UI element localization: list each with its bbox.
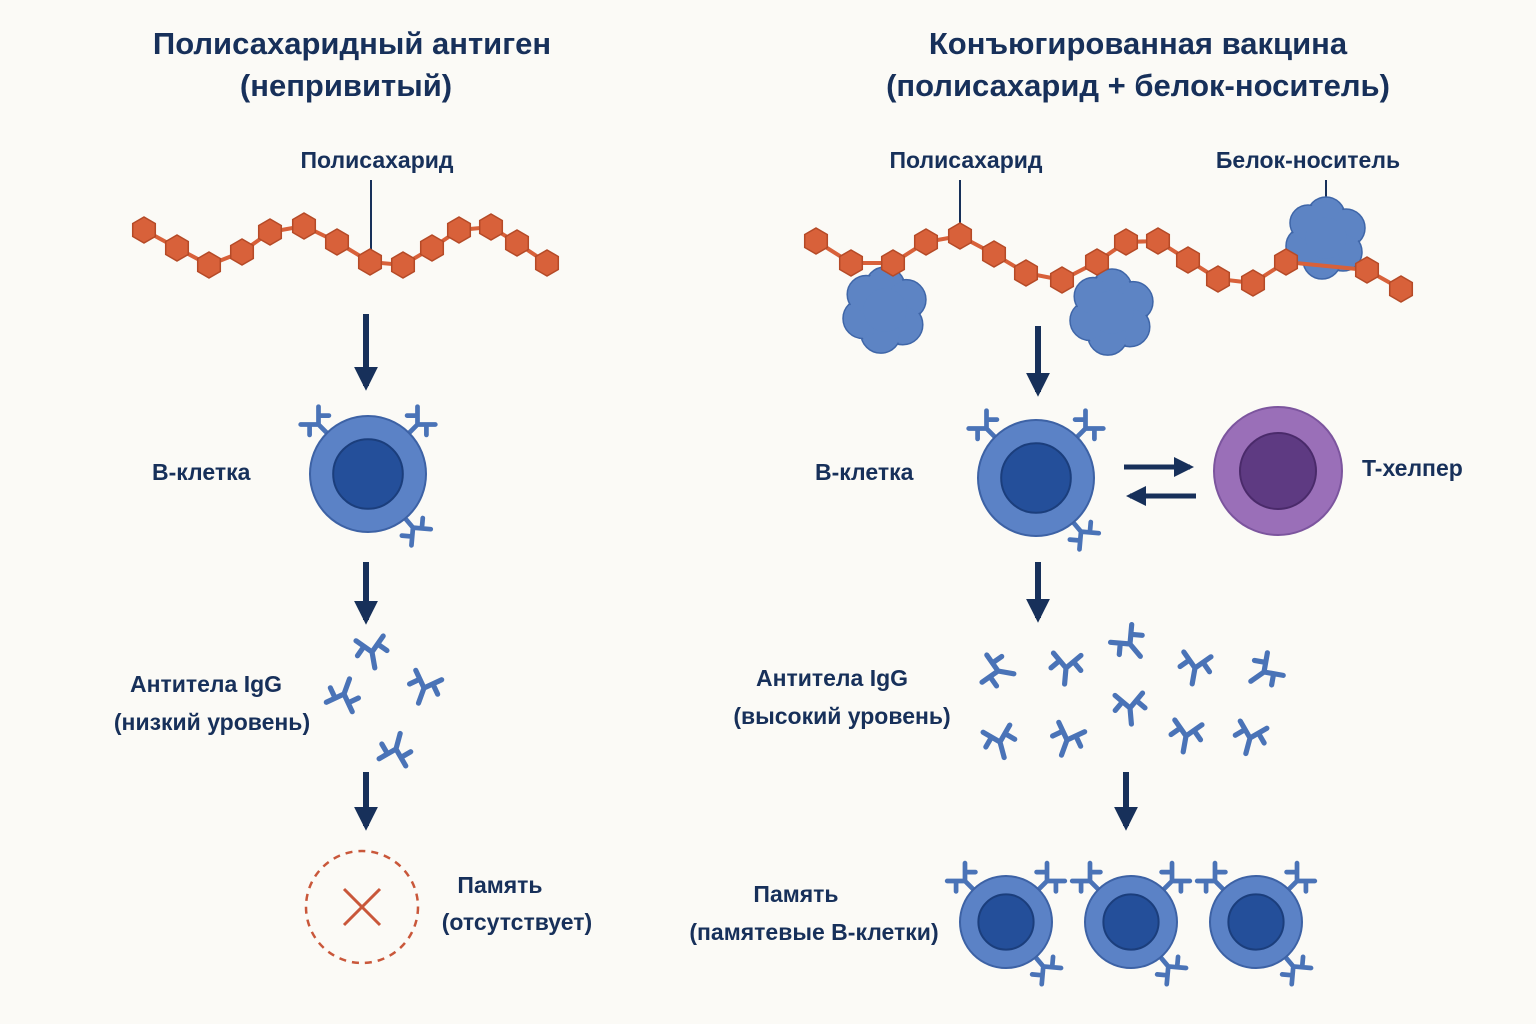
receptor-icon [298,404,332,438]
thelper-icon [1213,406,1343,536]
left-polysaccharide-chain [131,212,560,279]
sugar-bead [164,234,190,262]
receptor-icon [966,408,1000,442]
bcell-icon [944,860,1068,987]
sugar-bead [1145,227,1171,255]
sugar-bead [131,216,157,244]
antibody-icon [406,667,445,706]
sugar-bead [1354,256,1380,284]
right-title-line1: Конъюгированная вакцина [929,26,1348,61]
left-panel: Полисахаридный антиген (непривитый) Поли… [114,26,592,965]
sugar-bead [1273,248,1299,276]
sugar-bead [1205,265,1231,293]
left-title-line1: Полисахаридный антиген [153,26,551,61]
no-memory-icon [304,849,420,965]
antibody-icon [979,652,1017,689]
left-memory-label-line2: (отсутствует) [442,909,592,935]
receptor-icon [1034,860,1068,894]
antibody-icon [1168,717,1205,755]
left-title-line2: (непривитый) [240,68,452,103]
sugar-bead [478,213,504,241]
antibody-icon [1049,719,1088,758]
sugar-bead [1113,228,1139,256]
sugar-bead [534,249,560,277]
sugar-bead [196,251,222,279]
left-antibodies-label-line1: Антитела IgG [130,671,282,697]
bcell-icon [1069,860,1193,987]
carrier-protein [1285,196,1366,280]
receptor-icon [1154,952,1189,987]
receptor-icon [1194,860,1228,894]
sugar-bead [803,227,829,255]
conjugate-chain [803,196,1414,356]
right-bcell-icon [966,408,1106,552]
right-title-line2: (полисахарид + белок-носитель) [886,68,1390,103]
sugar-bead [947,222,973,250]
receptor-icon [1072,408,1106,442]
right-polysaccharide-label: Полисахарид [890,147,1043,173]
left-antibodies-label-line2: (низкий уровень) [114,709,310,735]
sugar-bead [913,228,939,256]
sugar-bead [1084,248,1110,276]
right-antibodies-label-line2: (высокий уровень) [733,703,950,729]
sugar-bead [390,251,416,279]
right-antibodies-icons [979,621,1286,761]
sugar-bead [324,228,350,256]
left-antibodies-icons [323,633,445,769]
sugar-bead [981,240,1007,268]
sugar-bead [357,248,383,276]
antibody-icon [323,676,362,715]
left-bcell-label: B-клетка [152,459,251,485]
antibody-icon [1232,718,1270,757]
left-polysaccharide-label: Полисахарид [301,147,454,173]
antibody-icon [1177,649,1214,687]
sugar-bead [1049,266,1075,294]
receptor-icon [1069,860,1103,894]
carrier-protein [842,266,927,354]
sugar-bead [446,216,472,244]
sugar-bead [1175,246,1201,274]
left-memory-label-line1: Память [457,872,542,898]
antibody-icon [376,730,414,769]
sugar-bead [838,249,864,277]
receptor-icon [1284,860,1318,894]
sugar-bead [257,218,283,246]
right-memory-label-line2: (памятевые B-клетки) [689,919,938,945]
memory-bcells-icons [944,860,1318,987]
receptor-icon [404,404,438,438]
antibody-icon [1048,650,1084,687]
antibody-icon [353,633,390,671]
antibody-icon [1248,650,1286,688]
right-memory-label-line1: Память [753,881,838,907]
antibody-icon [1107,621,1145,659]
sugar-bead [291,212,317,240]
antibody-icon [1112,690,1148,727]
receptor-icon [399,513,434,548]
receptor-icon [1279,952,1314,987]
sugar-bead [1388,275,1414,303]
receptor-icon [1067,517,1102,552]
sugar-bead [1013,259,1039,287]
right-antibodies-label-line1: Антитела IgG [756,665,908,691]
bcell-icon [298,404,438,548]
receptor-icon [944,860,978,894]
antibody-icon [980,722,1018,761]
bcell-icon [1194,860,1318,987]
sugar-bead [229,238,255,266]
sugar-bead [504,229,530,257]
thelper-label: T-хелпер [1362,455,1463,481]
receptor-icon [1029,952,1064,987]
receptor-icon [1159,860,1193,894]
right-panel: Конъюгированная вакцина (полисахарид + б… [689,26,1463,987]
carrier-protein-label: Белок-носитель [1216,147,1400,173]
sugar-bead [880,249,906,277]
right-bcell-label: B-клетка [815,459,914,485]
bcell-icon [966,408,1106,552]
sugar-bead [1240,269,1266,297]
carrier-protein [1069,268,1154,356]
sugar-bead [419,234,445,262]
left-bcell-icon [298,404,438,548]
